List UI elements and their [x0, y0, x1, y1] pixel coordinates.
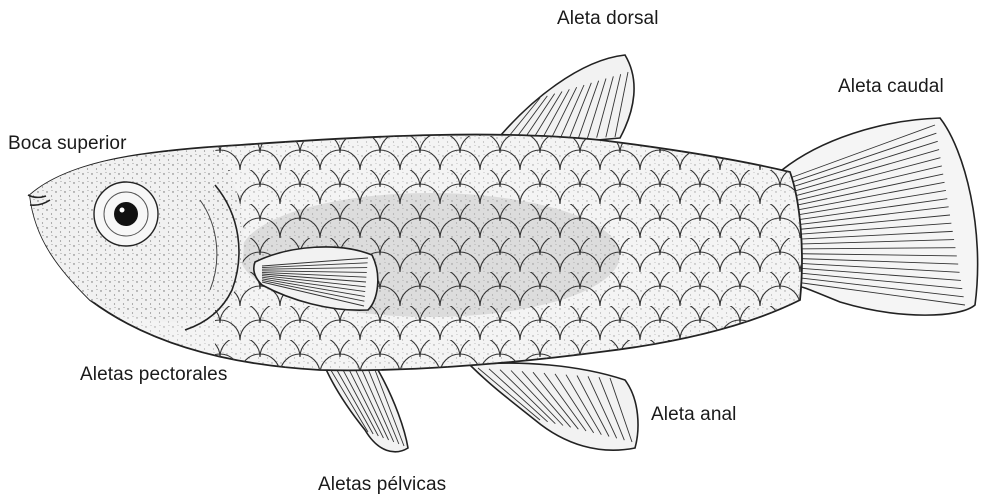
- label-mouth: Boca superior: [8, 133, 127, 155]
- pelvic-fin: [322, 359, 408, 451]
- label-dorsal-fin: Aleta dorsal: [557, 8, 659, 30]
- label-pelvic-fins: Aletas pélvicas: [318, 474, 446, 496]
- label-caudal-fin: Aleta caudal: [838, 76, 944, 98]
- anal-fin: [470, 363, 638, 450]
- eye-pupil: [114, 202, 138, 226]
- caudal-fin: [782, 118, 978, 315]
- label-pectoral-fins: Aletas pectorales: [80, 364, 227, 386]
- label-anal-fin: Aleta anal: [651, 404, 737, 426]
